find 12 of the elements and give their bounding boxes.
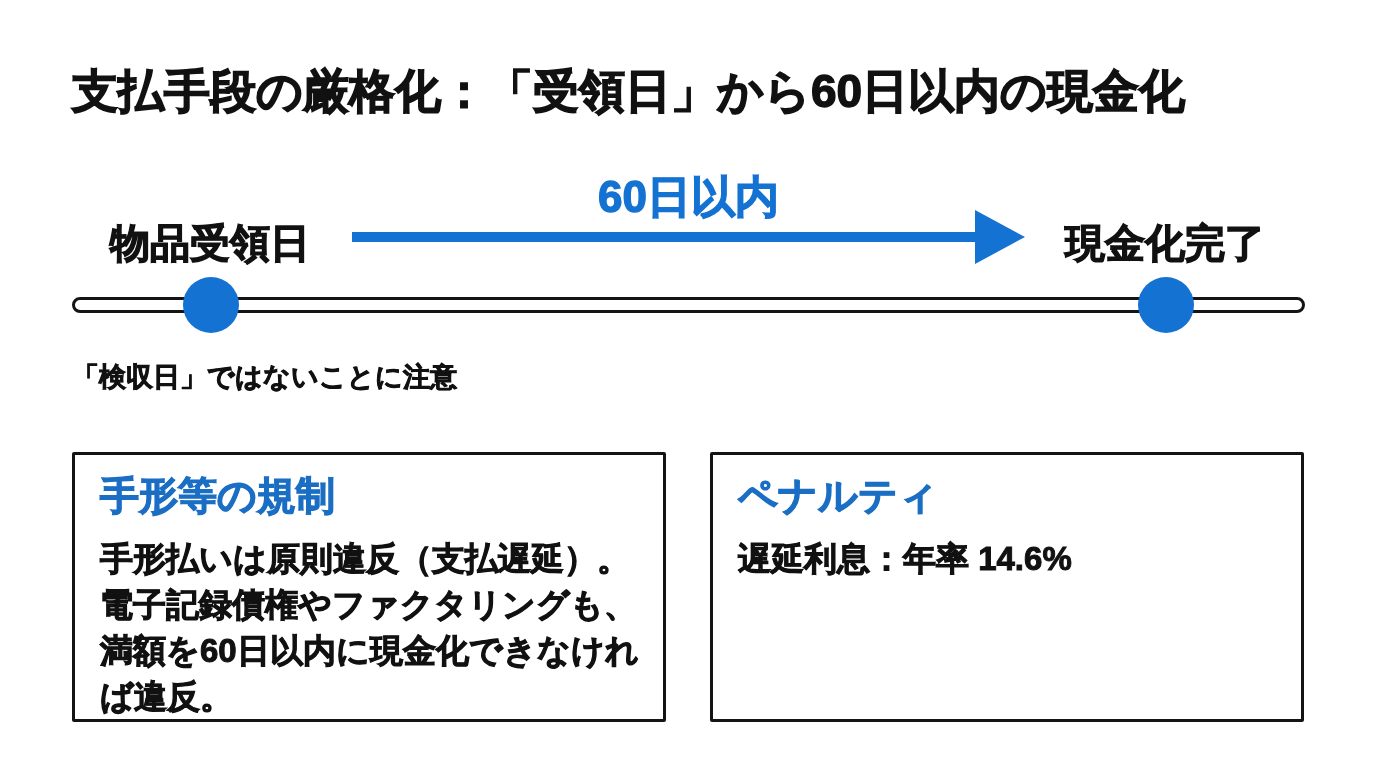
card-heading: ペナルティ (738, 473, 938, 519)
timeline-arrow (352, 210, 1025, 264)
edge-label: 60日以内 (598, 171, 779, 223)
card-body: 遅延利息：年率 14.6% (738, 538, 1073, 579)
card-body: 手形払いは原則違反（支払遅延）。電子記録債権やファクタリングも、満額を60日以内に現金化できなければ違反。 (100, 538, 640, 717)
info-card (710, 452, 1304, 722)
note-text: 「検収日」ではないことに注意 (72, 361, 457, 394)
diagram-title: 支払手段の厳格化：「受領日」から60日以内の現金化 (72, 64, 1186, 119)
info-card (72, 452, 666, 722)
milestone-label: 物品受領日 (110, 219, 310, 267)
card-heading: 手形等の規制 (100, 473, 335, 519)
milestone-label: 現金化完了 (1065, 219, 1265, 267)
